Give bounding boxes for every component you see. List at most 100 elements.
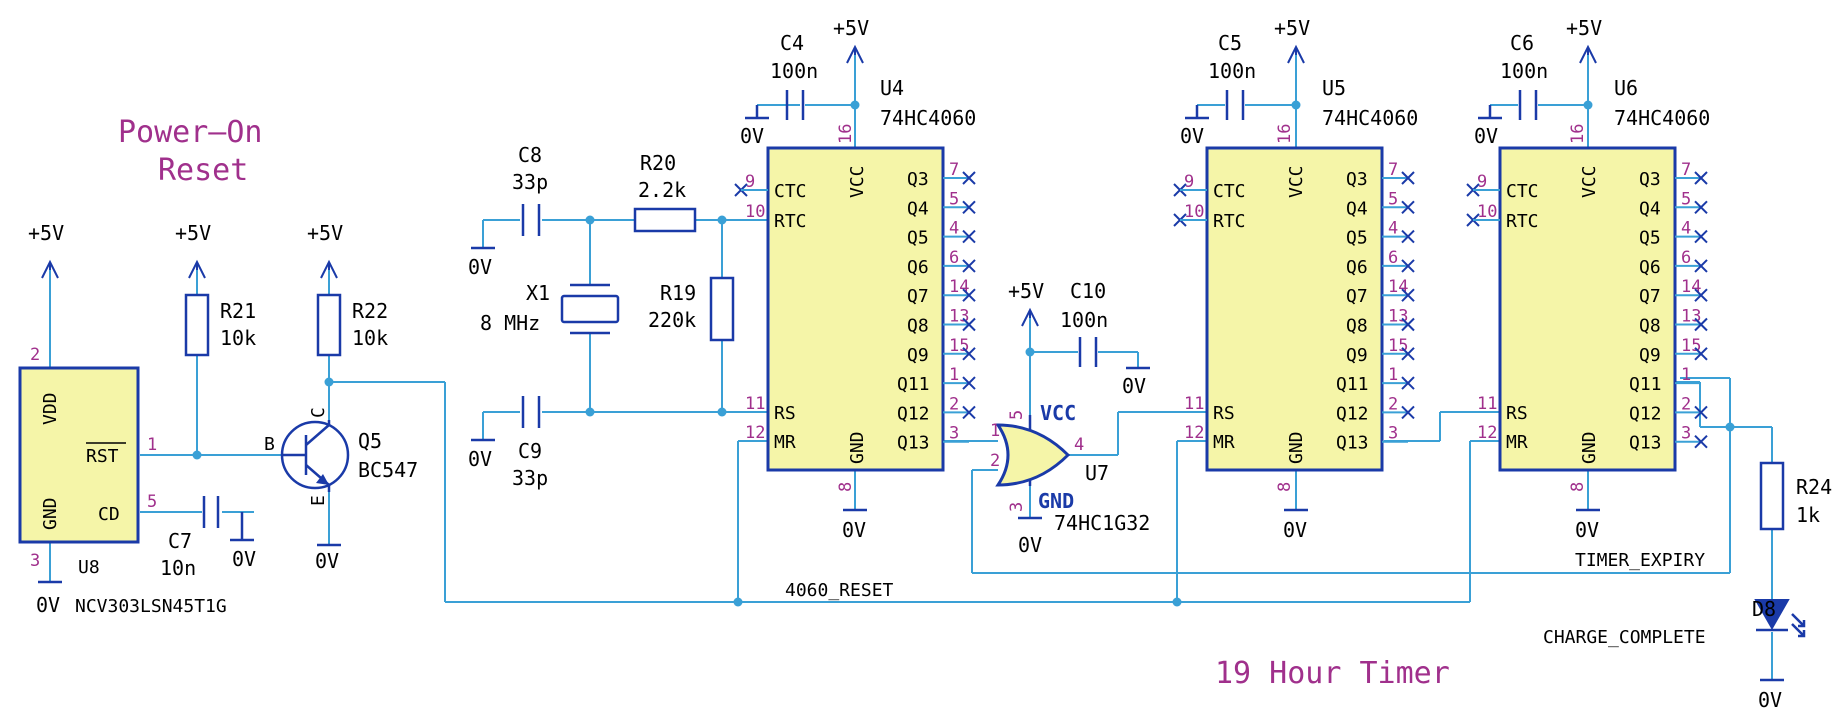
u6-pin-q5-num: 4 (1681, 219, 1691, 239)
u4-pin-q4-label: Q4 (907, 198, 929, 219)
u4-value: 74HC4060 (880, 106, 976, 130)
gnd-label-u5: 0V (1283, 518, 1307, 542)
u6-nc-q5 (1694, 229, 1708, 244)
u5-pin-q6-num: 6 (1388, 248, 1398, 268)
u6-pin-rtc-label: RTC (1506, 211, 1539, 232)
u6-pin-rs-num: 11 (1477, 394, 1497, 414)
u4-nc-q4 (962, 200, 976, 215)
u4-nc-q6 (962, 259, 976, 273)
u5-pin-rtc-label: RTC (1213, 211, 1246, 232)
r20-body (633, 207, 697, 233)
gnd-label-c8: 0V (468, 255, 492, 279)
u4-pin-q5-label: Q5 (907, 228, 929, 249)
r24-value: 1k (1796, 503, 1820, 527)
u6-pin-gnd-num: 8 (1568, 482, 1588, 492)
u8-pin-2: 2 (30, 345, 40, 365)
u4-pin-q13-label: Q13 (897, 433, 930, 454)
gnd-label-c7: 0V (232, 547, 256, 571)
u6-pin-q8-num: 13 (1681, 307, 1701, 327)
u4-pin-ctc-label: CTC (774, 181, 807, 202)
u6-nc-q7 (1694, 288, 1708, 302)
c6-ref: C6 (1510, 31, 1534, 55)
u6-pin-ctc-num: 9 (1477, 172, 1487, 192)
u5-pin-vcc-label: VCC (1286, 165, 1307, 198)
r21-ref: R21 (220, 299, 256, 323)
u5-pin-ctc-num: 9 (1184, 172, 1194, 192)
u5-nc-q6 (1401, 259, 1415, 273)
u4-pin-q11-label: Q11 (897, 374, 930, 395)
u5-pin-q12-num: 2 (1388, 394, 1398, 414)
r22-value: 10k (352, 326, 388, 350)
u5-nc-q4 (1401, 200, 1415, 215)
c6-value: 100n (1500, 59, 1548, 83)
u6-ref: U6 (1614, 76, 1638, 100)
u6-pin-q11-num: 1 (1681, 365, 1691, 385)
u5-pin-rtc-num: 10 (1184, 202, 1204, 222)
d8-value: CHARGE_COMPLETE (1543, 627, 1706, 648)
c6-symbol (1518, 90, 1538, 120)
d8-ref: D8 (1752, 597, 1776, 621)
u5-pin-q5-label: Q5 (1346, 228, 1368, 249)
u5-pin-q11-label: Q11 (1336, 374, 1369, 395)
gnd-label-c6: 0V (1474, 124, 1498, 148)
c10-ref: C10 (1070, 279, 1106, 303)
u6-pin-q11-label: Q11 (1629, 374, 1662, 395)
ground-symbols (38, 105, 1784, 682)
u6-pin-q13-label: Q13 (1629, 433, 1662, 454)
u6-pin-q12-num: 2 (1681, 394, 1691, 414)
u8-value: NCV303LSN45T1G (75, 596, 227, 617)
u4-pin-q12-num: 2 (949, 394, 959, 414)
u4-nc-q12 (962, 405, 976, 420)
u6-nc-q4 (1694, 200, 1708, 215)
r24-ref: R24 (1796, 475, 1832, 499)
u6-nc-q6 (1694, 259, 1708, 273)
u4-pin-q3-label: Q3 (907, 169, 929, 190)
u4-pin-q7-num: 14 (949, 277, 969, 297)
u5-nc-q12 (1401, 405, 1415, 420)
r22-ref: R22 (352, 299, 388, 323)
u5-pin-rs-num: 11 (1184, 394, 1204, 414)
u4-pin-q6-num: 6 (949, 248, 959, 268)
u4-pin-q9-label: Q9 (907, 345, 929, 366)
u6-pin-mr-num: 12 (1477, 423, 1497, 443)
vcc-label-u4: +5V (833, 16, 869, 40)
u4-ref: U4 (880, 76, 904, 100)
gnd-label-c5: 0V (1180, 124, 1204, 148)
u5-nc-q7 (1401, 288, 1415, 302)
c5-value: 100n (1208, 59, 1256, 83)
u6-pin-q12-label: Q12 (1629, 403, 1662, 424)
net-label-4060-reset: 4060_RESET (785, 580, 894, 601)
q5-pin-c: C (308, 407, 329, 418)
c8-ref: C8 (518, 143, 542, 167)
u6-pin-q5-label: Q5 (1639, 228, 1661, 249)
net-label-timer-expiry: TIMER_EXPIRY (1575, 550, 1705, 571)
vcc-symbols (41, 44, 1597, 327)
u5-pin-q6-label: Q6 (1346, 257, 1368, 278)
u7-pin-3: 3 (1007, 502, 1027, 512)
c10-value: 100n (1060, 308, 1108, 332)
u6-nc-q9 (1694, 347, 1708, 361)
u4-pin-q8-label: Q8 (907, 316, 929, 337)
u4-pin-vcc-num: 16 (836, 124, 856, 144)
c9-ref: C9 (518, 439, 542, 463)
c7-ref: C7 (168, 529, 192, 553)
u4-pin-gnd-label: GND (847, 431, 868, 464)
c5-symbol (1225, 90, 1245, 120)
u5-pin-q3-num: 7 (1388, 160, 1398, 180)
u5-nc-q8 (1401, 317, 1415, 332)
q5-ref: Q5 (358, 429, 382, 453)
u6-pin-gnd-label: GND (1579, 431, 1600, 464)
u4-pin-ctc-num: 9 (745, 172, 755, 192)
u4-nc-q3 (962, 171, 976, 185)
u5-pin-gnd-label: GND (1286, 431, 1307, 464)
u4-pin-q3-num: 7 (949, 160, 959, 180)
u6-pin-vcc-label: VCC (1579, 165, 1600, 198)
u5-pin-ctc-label: CTC (1213, 181, 1246, 202)
q5-transistor (280, 420, 350, 492)
r19-ref: R19 (660, 281, 696, 305)
u5-pin-q9-label: Q9 (1346, 345, 1368, 366)
u7-pin-5: 5 (1007, 410, 1027, 420)
wires (49, 55, 1773, 680)
gnd-label-u8: 0V (36, 593, 60, 617)
